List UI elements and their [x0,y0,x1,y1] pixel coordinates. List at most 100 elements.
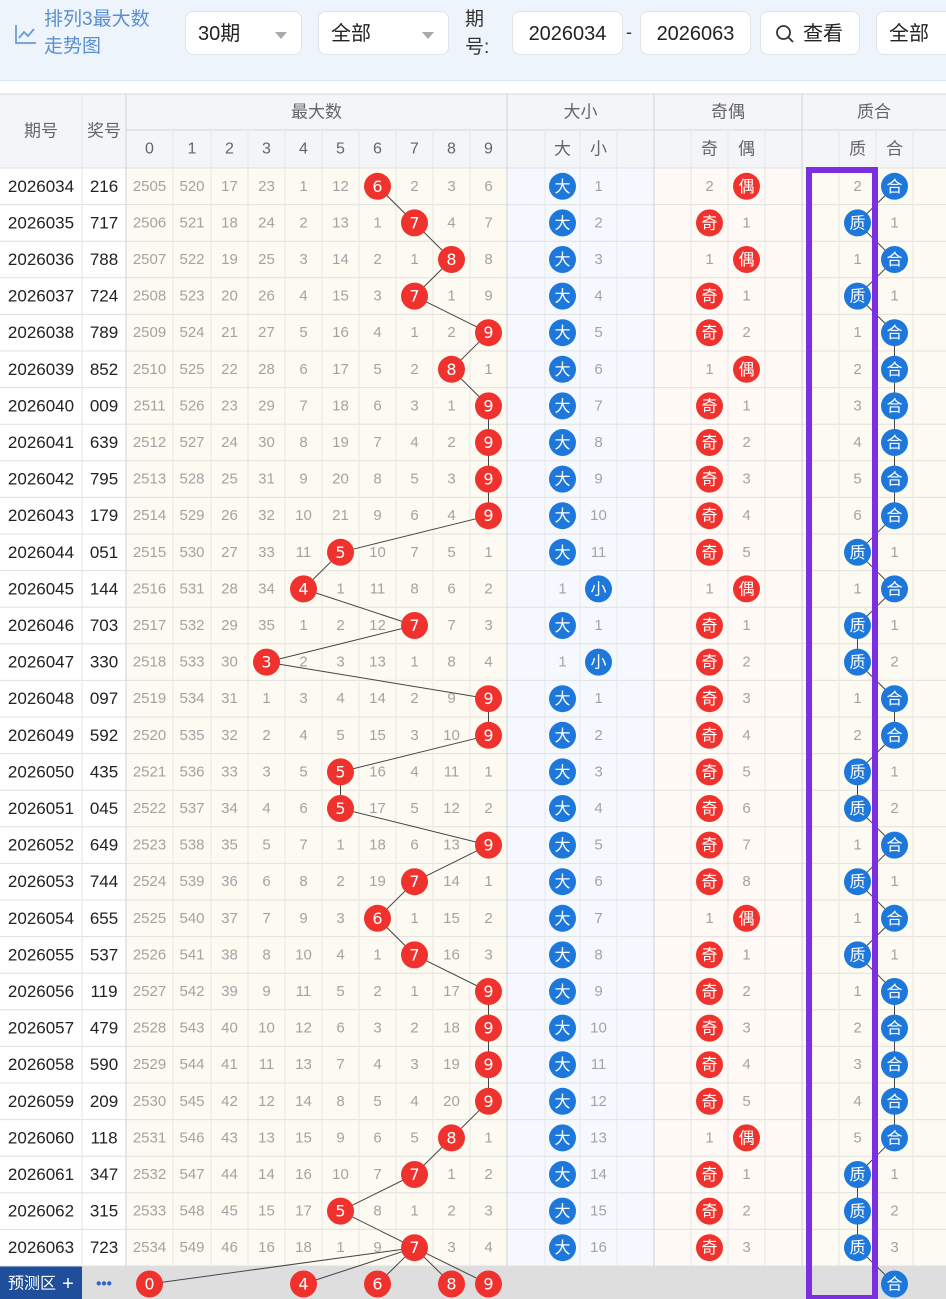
size-hit-value: 大 [554,470,570,489]
issue-cell: 2026053 [8,872,74,891]
max-miss-value: 3 [299,251,307,268]
size-hit-value-ball [549,831,576,859]
max-miss-value: 2510 [133,361,166,378]
predict-ball-ball [364,1270,391,1298]
max-miss-value: 2 [262,727,270,744]
max-hit-value-ball [401,1161,428,1188]
max-miss-value: 8 [299,873,307,890]
max-miss-value: 1 [410,1203,418,1220]
size-miss-value: 1 [594,617,602,634]
size-hit-value: 大 [554,433,570,452]
max-miss-value: 7 [299,397,307,414]
size-hit-value: 大 [554,616,570,635]
max-miss-value: 532 [179,617,204,634]
max-miss-value: 3 [410,1056,418,1073]
max-hit-value: 7 [409,945,419,964]
max-miss-value: 526 [179,397,204,414]
max-miss-value: 6 [373,1129,381,1146]
max-miss-value: 543 [179,1020,204,1037]
max-miss-value: 11 [296,983,312,1000]
size-hit-value: 大 [554,726,570,745]
max-miss-value: 1 [262,690,270,707]
odd-miss-value: 1 [742,1166,750,1183]
max-miss-value: 32 [258,507,275,524]
prime-hit-value: 合 [886,470,902,489]
odd-miss-value: 1 [705,580,713,597]
size-miss-value: 11 [591,1056,607,1073]
max-miss-value: 12 [369,617,386,634]
prime-hit-value: 质 [849,1202,865,1221]
type-select-value: 全部 [331,23,371,45]
prime-miss-value: 2 [890,654,898,671]
all-button[interactable]: 全部 [876,11,946,55]
odd-miss-value: 1 [742,397,750,414]
max-miss-value: 520 [179,178,204,195]
max-miss-value: 33 [258,544,275,561]
max-miss-value: 541 [179,946,204,963]
trend-line [340,808,489,846]
max-miss-value: 1 [299,617,307,634]
max-miss-value: 15 [369,727,386,744]
prime-miss-value: 3 [853,397,861,414]
max-miss-value: 544 [179,1056,204,1073]
size-miss-value: 10 [590,1020,607,1037]
max-hit-value-ball [438,355,465,383]
page-title: 排列3最大数 走势图 [44,6,174,60]
max-hit-value: 9 [483,470,493,489]
digit-header-6: 6 [373,141,382,158]
odd-group-header: 奇偶 [711,103,745,122]
max-miss-value: 36 [221,873,238,890]
odd-miss-value: 3 [742,1020,750,1037]
max-miss-value: 27 [221,544,238,561]
max-miss-value: 2523 [133,837,166,854]
odd-hit-value-ball [696,721,723,749]
predict-ball: 0 [144,1275,154,1294]
max-miss-value: 45 [221,1203,238,1220]
max-hit-value-ball [475,319,502,347]
max-miss-value: 2 [484,800,492,817]
max-miss-value: 18 [221,214,238,231]
size-miss-value: 2 [594,727,602,744]
size-hit-value: 大 [554,543,570,562]
issue-from-input[interactable]: 2026034 [512,11,623,55]
max-miss-value: 39 [221,983,238,1000]
max-miss-value: 2 [447,324,455,341]
max-miss-value: 13 [332,214,349,231]
max-miss-value: 18 [332,397,349,414]
size-hit-value: 大 [554,872,570,891]
prime-miss-value: 1 [853,910,861,927]
max-miss-value: 540 [179,910,204,927]
max-miss-value: 2514 [133,507,166,524]
max-miss-value: 4 [262,800,270,817]
view-button[interactable]: 查看 [760,11,860,55]
type-select[interactable]: 全部 [318,11,449,55]
odd-hit-value-ball [733,172,760,200]
predict-more-icon[interactable]: ••• [96,1276,112,1293]
max-miss-value: 18 [443,1020,460,1037]
size-miss-value: 1 [594,178,602,195]
odd-hit-value: 奇 [701,1165,717,1184]
issue-label: 期 号: [465,6,489,62]
prime-hit-value: 合 [886,689,902,708]
prime-hit-value: 合 [886,323,902,342]
max-miss-value: 6 [373,397,381,414]
prime-hit-value-ball [881,392,908,420]
period-select[interactable]: 30期 [185,11,302,55]
max-hit-value-ball [364,172,391,200]
max-miss-value: 31 [258,471,275,488]
predict-label: 预测区 [8,1275,56,1293]
odd-hit-value: 奇 [701,1238,717,1257]
odd-hit-value: 奇 [701,762,717,781]
max-miss-value: 1 [410,324,418,341]
max-hit-value-ball [401,941,428,969]
trend-line [340,1174,415,1212]
odd-hit-value-ball [696,868,723,896]
max-hit-value: 4 [298,579,308,598]
max-hit-value: 8 [446,360,456,379]
max-miss-value: 5 [410,800,418,817]
size-hit-value-ball [549,795,576,822]
max-miss-value: 11 [370,580,386,597]
max-miss-value: 8 [484,251,492,268]
issue-to-input[interactable]: 2026063 [640,11,751,55]
prime-miss-value: 2 [853,361,861,378]
